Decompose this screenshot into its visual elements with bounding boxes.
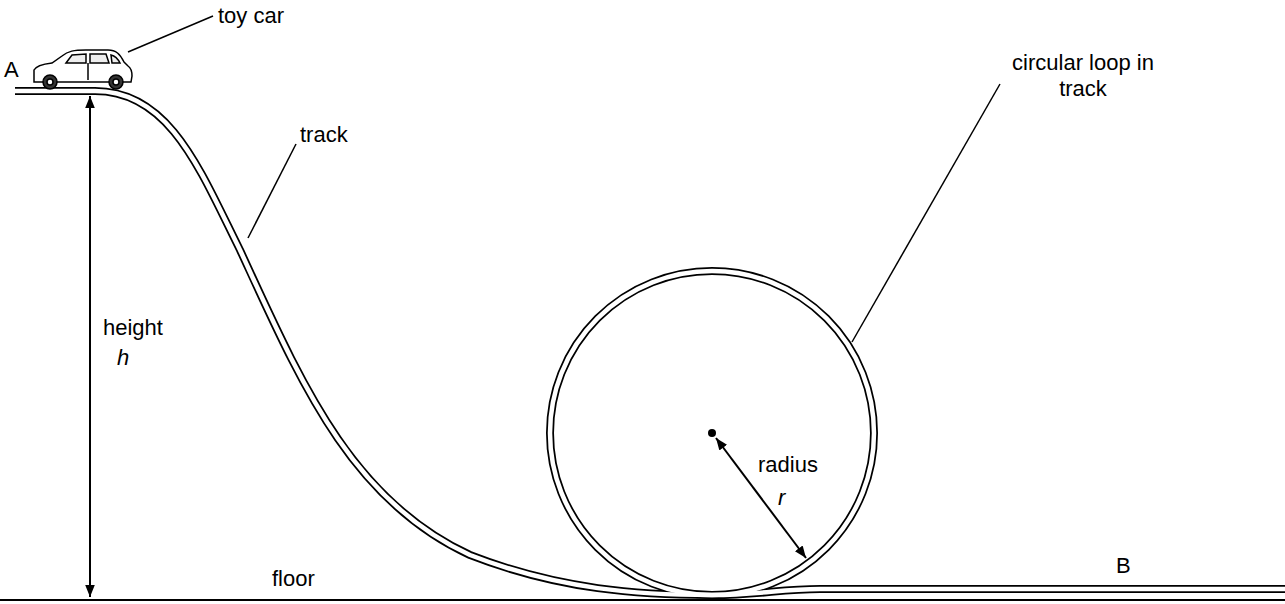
centre-dot bbox=[708, 429, 716, 437]
point-label: B bbox=[1116, 553, 1131, 579]
part-label: floor bbox=[272, 566, 315, 592]
part-label: circular loop in track bbox=[1003, 50, 1163, 102]
floor-line bbox=[0, 599, 1285, 601]
leader-line bbox=[128, 16, 213, 52]
symbol-label: h bbox=[117, 345, 129, 371]
part-label: track bbox=[300, 122, 348, 148]
leader-line bbox=[852, 84, 1000, 342]
height-arrow bbox=[89, 96, 91, 597]
dimension-label: height bbox=[103, 315, 163, 341]
part-label: toy car bbox=[218, 3, 284, 29]
track-body bbox=[15, 91, 1285, 595]
toy-car bbox=[34, 50, 132, 89]
symbol-label: r bbox=[778, 485, 785, 511]
leader-line bbox=[248, 144, 296, 238]
point-label: A bbox=[4, 57, 19, 83]
dimension-label: radius bbox=[758, 452, 818, 478]
